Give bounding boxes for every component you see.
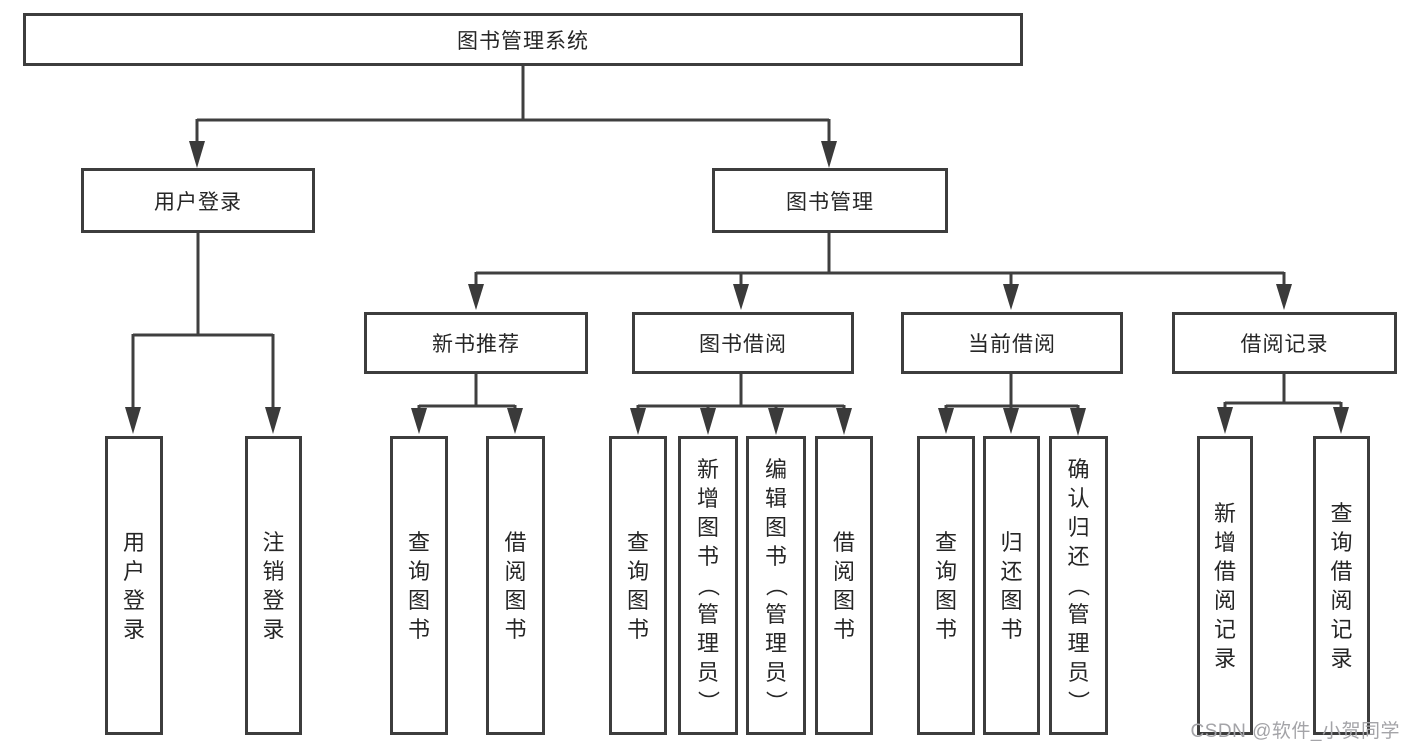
- connector-line: [195, 66, 831, 144]
- connector-line: [417, 374, 517, 409]
- arrowhead-down-icon: [1217, 407, 1233, 434]
- arrowhead-down-icon: [1070, 408, 1086, 436]
- arrowhead-down-icon: [468, 284, 484, 310]
- arrowhead-down-icon: [1003, 408, 1019, 434]
- node-label: 用户登录: [122, 529, 145, 642]
- arrowhead-down-icon: [1003, 284, 1019, 310]
- arrowhead-down-icon: [189, 141, 205, 168]
- connector-borrowrecords-to-leaves: [1217, 374, 1349, 434]
- node-label: 用户登录: [154, 190, 242, 214]
- node-label: 当前借阅: [968, 333, 1056, 356]
- connector-line: [131, 233, 275, 408]
- node-label: 注销登录: [262, 529, 285, 642]
- node-label: 借阅图书: [504, 529, 527, 642]
- node-label: 查询借阅记录: [1330, 500, 1353, 671]
- csdn-watermark: CSDN @软件_小贺同学: [1190, 721, 1400, 742]
- node-leaf-return-books: 归还图书: [983, 436, 1040, 735]
- connector-bookmgmt-to-level2: [468, 233, 1292, 310]
- node-label: 借阅记录: [1240, 333, 1329, 356]
- node-leaf-query-borrow-record: 查询借阅记录: [1313, 436, 1370, 735]
- node-label: 归还图书: [1000, 529, 1023, 642]
- connector-line: [1223, 374, 1343, 408]
- node-current-borrow: 当前借阅: [901, 312, 1123, 374]
- node-user-login: 用户登录: [81, 168, 315, 233]
- node-label: 新书推荐: [432, 333, 520, 356]
- node-leaf-query-books-1: 查询图书: [390, 436, 448, 735]
- node-leaf-edit-books-admin: 编辑图书（管理员）: [746, 436, 806, 735]
- node-label: 确认归还（管理员）: [1065, 457, 1091, 713]
- node-leaf-add-books-admin: 新增图书（管理员）: [678, 436, 738, 735]
- arrowhead-down-icon: [1276, 284, 1292, 310]
- node-leaf-add-borrow-record: 新增借阅记录: [1197, 436, 1253, 735]
- node-leaf-user-login: 用户登录: [105, 436, 163, 735]
- connector-line: [944, 374, 1080, 409]
- arrowhead-down-icon: [411, 408, 427, 434]
- arrowhead-down-icon: [630, 408, 646, 435]
- node-book-management: 图书管理: [712, 168, 948, 233]
- arrowhead-down-icon: [938, 408, 954, 434]
- node-book-borrow: 图书借阅: [632, 312, 854, 374]
- node-leaf-confirm-return-admin: 确认归还（管理员）: [1049, 436, 1108, 735]
- node-label: 图书管理: [786, 190, 874, 214]
- node-library-system: 图书管理系统: [23, 13, 1023, 66]
- node-label: 编辑图书（管理员）: [763, 457, 789, 713]
- connector-bookborrow-to-leaves: [630, 374, 852, 435]
- arrowhead-down-icon: [700, 408, 716, 435]
- node-label: 图书借阅: [699, 333, 787, 356]
- node-label: 借阅图书: [832, 529, 855, 642]
- arrowhead-down-icon: [125, 407, 141, 434]
- arrowhead-down-icon: [1333, 407, 1349, 434]
- node-borrow-records: 借阅记录: [1172, 312, 1397, 374]
- connector-newbooks-to-leaves: [411, 374, 523, 434]
- node-leaf-query-books-2: 查询图书: [609, 436, 667, 735]
- node-label: 图书管理系统: [457, 29, 589, 53]
- node-leaf-borrow-books-1: 借阅图书: [486, 436, 545, 735]
- arrowhead-down-icon: [768, 408, 784, 435]
- node-label: 查询图书: [934, 529, 957, 642]
- arrowhead-down-icon: [265, 407, 281, 434]
- connector-currentborrow-to-leaves: [938, 374, 1086, 436]
- node-label: 新增图书（管理员）: [695, 457, 721, 713]
- node-leaf-logout: 注销登录: [245, 436, 302, 735]
- connector-root-to-level1: [189, 66, 837, 168]
- node-label: 新增借阅记录: [1213, 500, 1236, 671]
- connector-line: [474, 233, 1286, 286]
- node-leaf-borrow-books-2: 借阅图书: [815, 436, 873, 735]
- connector-line: [636, 374, 846, 409]
- connector-userlogin-to-leaves: [125, 233, 281, 434]
- arrowhead-down-icon: [507, 408, 523, 434]
- node-new-book-recommend: 新书推荐: [364, 312, 588, 374]
- arrowhead-down-icon: [821, 141, 837, 168]
- arrowhead-down-icon: [836, 408, 852, 435]
- arrowhead-down-icon: [733, 284, 749, 310]
- node-leaf-query-books-3: 查询图书: [917, 436, 975, 735]
- node-label: 查询图书: [407, 529, 430, 642]
- node-label: 查询图书: [626, 529, 649, 642]
